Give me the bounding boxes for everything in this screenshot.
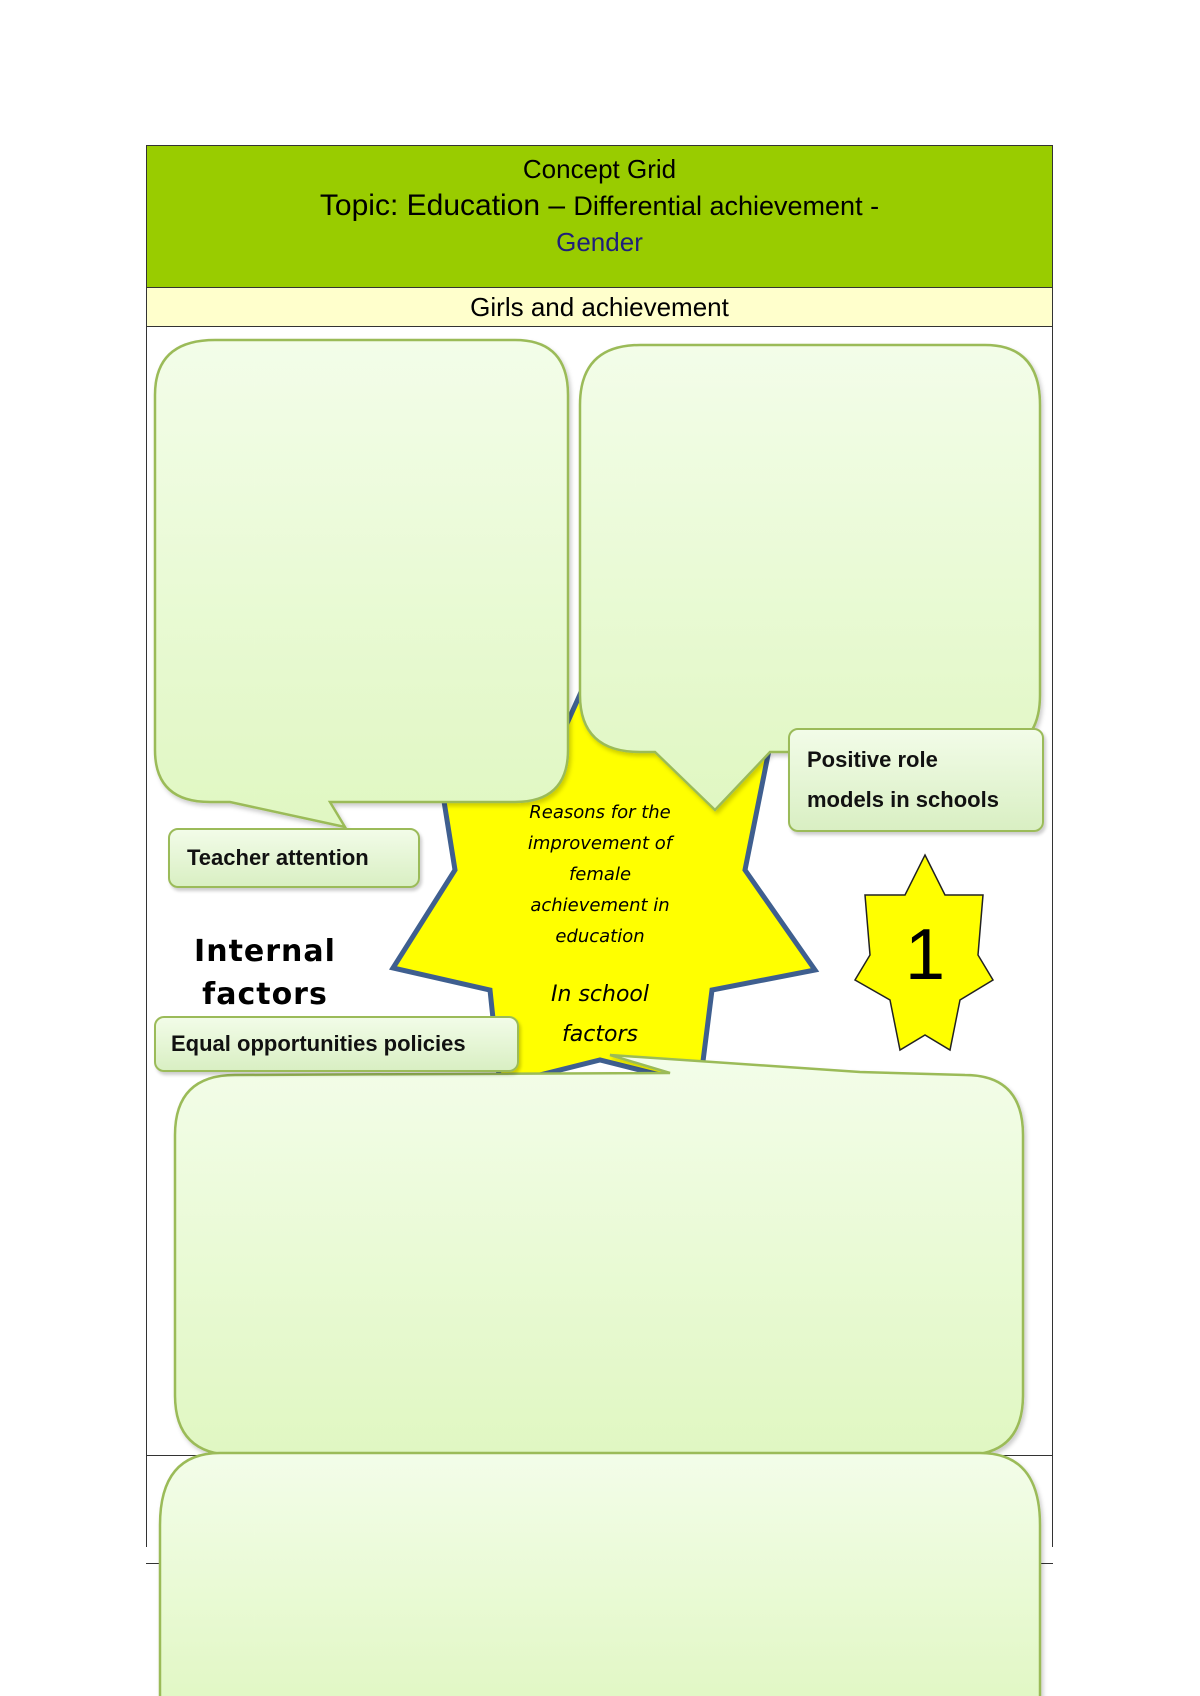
star-line: improvement of <box>527 833 673 854</box>
label-equal-opportunities[interactable]: Equal opportunities policies <box>154 1016 519 1072</box>
badge-star-shape <box>853 853 995 1052</box>
center-star-subtitle: In school factors <box>500 975 700 1055</box>
page-title: Concept Grid <box>522 154 677 184</box>
topic-sub: Differential achievement - <box>573 191 880 221</box>
topic-main: Topic: Education <box>319 189 541 222</box>
internal-factors-heading: Internal factors <box>160 930 370 1016</box>
label-text: Equal opportunities policies <box>171 1031 466 1056</box>
label-positive-role-models[interactable]: Positive role models in schools <box>788 728 1044 832</box>
star-subtitle-line: In school <box>551 982 649 1007</box>
badge-number: 1 <box>904 915 946 995</box>
section-subheader: Girls and achievement <box>147 288 1052 327</box>
heading-line1: Internal <box>194 934 336 969</box>
topic-dash: – <box>540 189 574 222</box>
heading-line2: factors <box>202 977 328 1012</box>
concept-grid-table <box>146 145 1053 1547</box>
speech-bubble-top-right[interactable] <box>578 343 1042 812</box>
star-subtitle-line: factors <box>562 1022 638 1047</box>
topic-focus: Gender <box>556 227 643 257</box>
page-header: Concept Grid Topic: Education – Differen… <box>147 146 1052 288</box>
label-text-line1: Positive role <box>807 747 938 772</box>
star-line: education <box>555 926 645 947</box>
speech-bubble-top-left[interactable] <box>153 338 570 829</box>
speech-bubble-bottom[interactable] <box>173 1053 1025 1457</box>
topic-heading: Topic: Education – Differential achievem… <box>147 189 1052 223</box>
label-teacher-attention[interactable]: Teacher attention <box>168 828 420 888</box>
center-star-text: Reasons for the improvement of female ac… <box>500 797 700 952</box>
star-line: achievement in <box>530 895 670 916</box>
answer-box-bottom[interactable] <box>158 1451 1042 1696</box>
label-text: Teacher attention <box>187 845 369 870</box>
star-line: female <box>568 864 632 885</box>
star-line: Reasons for the <box>529 802 671 823</box>
label-text-line2: models in schools <box>807 787 999 812</box>
